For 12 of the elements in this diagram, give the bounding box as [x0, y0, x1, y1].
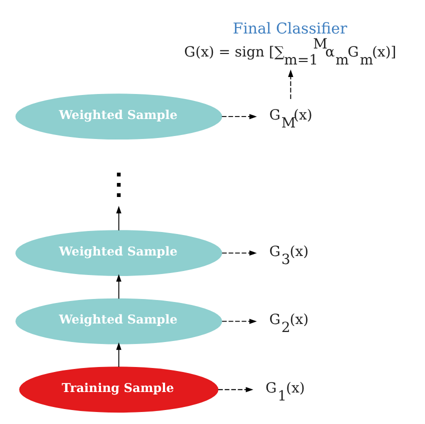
node-ellipse: Weighted Sample [14, 230, 222, 276]
node-ellipse: Weighted Sample [14, 94, 222, 140]
arrow [116, 274, 121, 300]
arrow [221, 318, 256, 324]
arrow [288, 70, 293, 100]
arrow [220, 114, 256, 120]
arrow [217, 387, 253, 392]
arrow [116, 206, 121, 231]
arrow [116, 342, 121, 368]
node-ellipse: Weighted Sample [14, 298, 222, 344]
node-ellipse: Training Sample [18, 366, 218, 413]
arrow [221, 250, 256, 256]
